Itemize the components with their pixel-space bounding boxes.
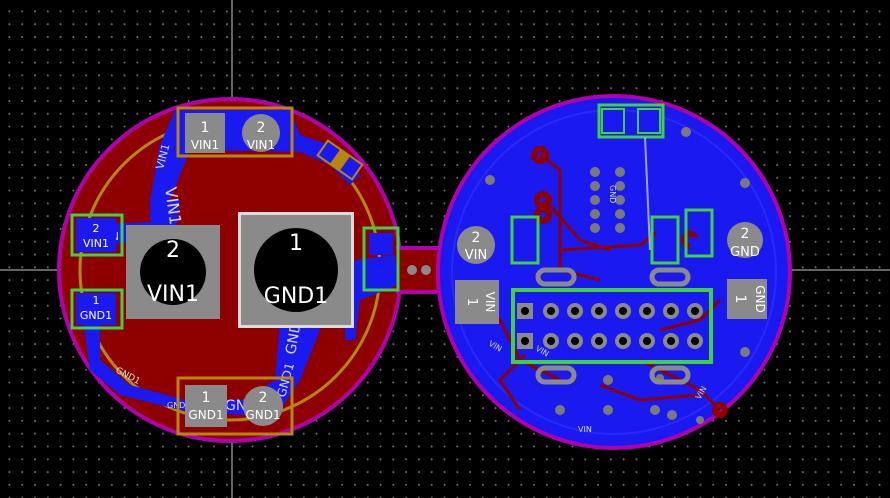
right-gnd1-pad[interactable] [727, 279, 767, 319]
left-pad-2[interactable] [76, 218, 116, 252]
left-pad-2-number: 2 [93, 222, 100, 235]
right-gnd1-pad-net: GND [753, 285, 767, 313]
connector-slots [535, 267, 691, 385]
right-board[interactable]: 2 VIN 1 VIN 2 GND 1 GND [436, 94, 792, 450]
left-pad-1[interactable] [76, 293, 116, 325]
left-board[interactable]: VIN1 VIN1 VIN GND1 GND1 GND1 GND GND 1 V… [57, 97, 458, 443]
big-pad-gnd1-hole [254, 228, 338, 312]
right-sq-pad[interactable] [455, 280, 499, 324]
right-gnd-pad-number: 2 [741, 226, 750, 242]
big-pad-gnd1-number: 1 [289, 231, 303, 256]
top-pad-1-number: 1 [201, 120, 210, 136]
big-pad-vin1-hole [140, 239, 206, 305]
top-connector-silk [176, 106, 294, 158]
right-vin-pad-net: VIN [465, 248, 487, 263]
small-pad-right-a[interactable] [690, 215, 708, 229]
right-sq-pad-net: VIN [483, 292, 497, 313]
trace-label-gnd-small: GND [167, 401, 185, 410]
bridge-pad-bottom[interactable] [369, 264, 393, 286]
small-pad-right-courtyard [684, 208, 714, 258]
trace-label-gnd-r1: GND [608, 185, 617, 203]
small-pad-right-b[interactable] [690, 237, 708, 251]
right-gnd-pad[interactable] [727, 222, 763, 258]
right-gnd-pad-net: GND [730, 245, 760, 260]
small-pad-mid-courtyard [650, 215, 680, 265]
bottom-pad-1-net: GND1 [188, 408, 223, 422]
big-pad-vin1-number: 2 [166, 238, 180, 263]
left-pad-1-courtyard [70, 288, 124, 330]
trace-label-vin-r4: VIN [578, 425, 592, 434]
bottom-pad-2[interactable] [243, 386, 283, 426]
bridge-via-1[interactable] [407, 265, 417, 275]
left-pad-1-number: 1 [93, 294, 100, 307]
diode-component[interactable] [316, 139, 364, 181]
right-vias [485, 127, 750, 424]
left-pad-1-net: GND1 [80, 309, 112, 322]
header-courtyard [511, 288, 713, 364]
small-pad-left-b[interactable] [516, 244, 534, 258]
top-right-pad-a[interactable] [601, 108, 625, 134]
small-pad-mid-b[interactable] [656, 244, 674, 258]
top-pad-2-number: 2 [257, 120, 266, 136]
left-pad-2-net: VIN1 [83, 237, 109, 250]
top-pad-2-net: VIN1 [247, 138, 275, 152]
top-right-courtyard [597, 103, 665, 139]
bottom-pad-2-number: 2 [259, 390, 268, 406]
big-pad-gnd1-net: GND1 [264, 284, 328, 309]
small-pad-left-courtyard [510, 215, 540, 265]
bridge-pad-top[interactable] [369, 233, 393, 255]
top-pad-1-net: VIN1 [191, 138, 219, 152]
small-pad-mid-a[interactable] [656, 222, 674, 236]
right-sq-pad-number: 1 [464, 298, 479, 306]
right-vin-pad[interactable] [457, 226, 495, 264]
bridge-pads-courtyard [362, 226, 400, 292]
top-right-trace [644, 136, 651, 251]
top-right-pad-b[interactable] [637, 108, 661, 134]
bridge-via-2[interactable] [421, 265, 431, 275]
bottom-pad-2-net: GND1 [245, 408, 280, 422]
small-pad-left-a[interactable] [516, 222, 534, 236]
big-pad-vin1-net: VIN1 [147, 282, 199, 307]
bottom-connector-silk [176, 376, 294, 436]
top-pad-1[interactable] [185, 113, 225, 153]
right-gnd1-pad-number: 1 [732, 295, 748, 304]
header-pins[interactable] [517, 303, 703, 349]
right-vin-pad-number: 2 [472, 230, 481, 246]
top-pad-2[interactable] [242, 114, 280, 152]
left-pad-2-courtyard [70, 213, 124, 257]
right-board-outline [436, 94, 792, 450]
bottom-pad-1-number: 1 [202, 390, 211, 406]
bottom-pad-1[interactable] [185, 385, 227, 427]
